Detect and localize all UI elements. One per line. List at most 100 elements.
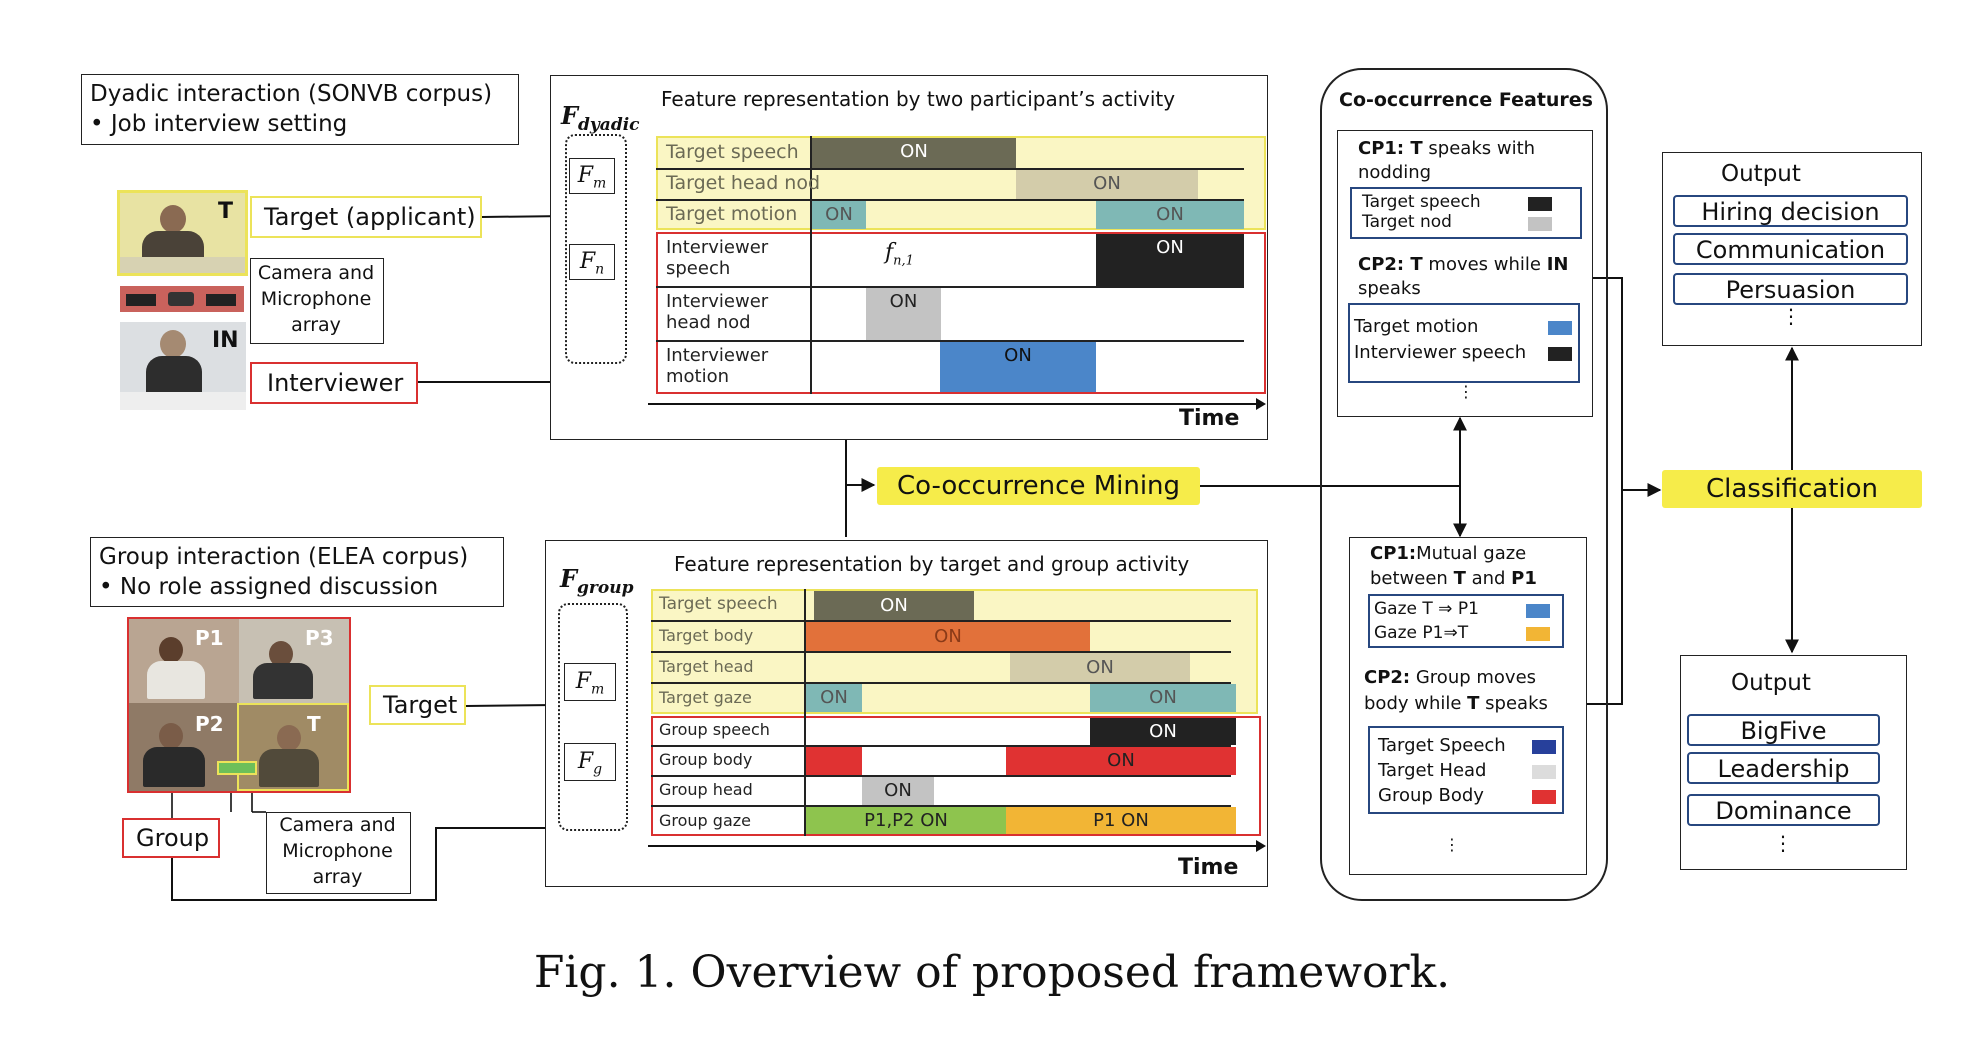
interviewer-text: Interviewer xyxy=(267,369,404,397)
grow-group-head: Group head xyxy=(659,780,753,799)
bar-target-head-nod: ON xyxy=(1016,170,1198,199)
f-group-title: Feature representation by target and gro… xyxy=(674,552,1190,576)
figure-caption: Fig. 1. Overview of proposed framework. xyxy=(533,947,1451,998)
gbar-group-gaze-a: P1,P2 ON xyxy=(806,807,1006,834)
row-interviewer-head-nod: Interviewer head nod xyxy=(666,291,769,333)
dyadic-time-axis xyxy=(648,398,1266,410)
dyadic-sep-3 xyxy=(656,286,1244,288)
group-cp2-line2: body while T speaks xyxy=(1364,693,1548,714)
dyadic-cp1-line1: CP1: T speaks with xyxy=(1358,138,1536,159)
output-dominance: Dominance xyxy=(1687,794,1880,826)
gbar-target-speech: ON xyxy=(814,591,974,620)
gcp2-item-target-speech: Target Speech xyxy=(1378,735,1506,756)
bar-target-speech: ON xyxy=(812,138,1016,168)
fm-group-box: Fm xyxy=(564,663,616,701)
grow-group-speech: Group speech xyxy=(659,720,770,739)
gcp1-swatch-blue xyxy=(1526,604,1550,618)
row-target-motion: Target motion xyxy=(666,203,798,225)
camera-line-1: Camera and xyxy=(257,262,375,284)
gcp2-swatch-lightgray xyxy=(1532,765,1556,779)
bar-interviewer-speech: ON xyxy=(1096,234,1244,286)
group-sep-3 xyxy=(651,682,1231,684)
cooccurrence-panel: Co-occurrence Features xyxy=(1320,68,1608,901)
tag-p2: P2 xyxy=(195,712,224,736)
group-sep-4 xyxy=(651,745,1231,747)
group-target-text: Target xyxy=(383,691,458,719)
gbar-target-gaze-2: ON xyxy=(1090,684,1236,712)
cp1-swatch-gray xyxy=(1528,217,1552,231)
cp2-item-interviewer-speech: Interviewer speech xyxy=(1354,342,1527,363)
cooccurrence-title: Co-occurrence Features xyxy=(1339,89,1593,111)
fg-group-box: Fg xyxy=(564,743,616,781)
f-group-bracket xyxy=(558,603,628,831)
dyadic-label-divider xyxy=(810,136,812,394)
dyadic-sep-1 xyxy=(656,168,1244,170)
interviewer-photo: IN xyxy=(120,322,246,410)
target-photo: T xyxy=(117,190,248,276)
f-group-time: Time xyxy=(1178,855,1239,880)
group-patterns-box: CP1:Mutual gaze between T and P1 Gaze T … xyxy=(1349,537,1587,875)
gcp2-item-group-body: Group Body xyxy=(1378,785,1484,806)
bar-interviewer-motion: ON xyxy=(940,342,1096,392)
dyadic-sep-2 xyxy=(656,199,1244,201)
bar-target-motion-1: ON xyxy=(812,201,866,229)
output-bottom-box: Output BigFive Leadership Dominance ⋮ xyxy=(1680,655,1907,870)
dyadic-fn-region xyxy=(656,232,1266,394)
output-persuasion: Persuasion xyxy=(1673,273,1908,305)
dyadic-cp1-legend: Target speech Target nod xyxy=(1350,187,1582,239)
gcp2-item-target-head: Target Head xyxy=(1378,760,1487,781)
fm-dyadic-box: Fm xyxy=(569,158,615,194)
dyadic-cp2-legend: Target motion Interviewer speech xyxy=(1348,303,1580,383)
cp2-swatch-black xyxy=(1548,347,1572,361)
output-top-box: Output Hiring decision Communication Per… xyxy=(1662,152,1922,346)
gcp2-swatch-navy xyxy=(1532,740,1556,754)
output-communication: Communication xyxy=(1673,233,1908,265)
gcp1-item-gaze-p1-t: Gaze P1⇒T xyxy=(1374,623,1469,643)
gbar-group-speech: ON xyxy=(1090,718,1236,745)
row-interviewer-motion: Interviewer motion xyxy=(666,345,769,387)
f-dyadic-symbol: Fdyadic xyxy=(561,101,640,135)
mic-array-photo xyxy=(120,286,244,312)
gbar-group-head: ON xyxy=(862,777,934,805)
group-sep-6 xyxy=(651,805,1231,807)
dyadic-title: Dyadic interaction (SONVB corpus) xyxy=(90,81,493,107)
interviewer-label: Interviewer xyxy=(250,362,418,404)
output-top-dots: ⋮ xyxy=(1781,304,1801,328)
row-target-head-nod: Target head nod xyxy=(666,172,821,194)
cp2-swatch-blue xyxy=(1548,321,1572,335)
cp1-item-target-nod: Target nod xyxy=(1362,212,1452,232)
grow-group-body: Group body xyxy=(659,750,753,769)
target-applicant-text: Target (applicant) xyxy=(264,203,476,231)
tag-p3: P3 xyxy=(305,626,334,650)
cp1-item-target-speech: Target speech xyxy=(1362,192,1481,212)
group-cp2-legend: Target Speech Target Head Group Body xyxy=(1368,726,1564,814)
group-sep-1 xyxy=(651,620,1231,622)
bar-interviewer-head-nod: ON xyxy=(866,288,941,340)
dyadic-patterns-dots: ⋮ xyxy=(1458,382,1474,401)
dyadic-cp2-line2: speaks xyxy=(1358,278,1421,299)
row-target-speech: Target speech xyxy=(666,141,799,163)
cp2-item-target-motion: Target motion xyxy=(1354,316,1479,337)
grow-target-gaze: Target gaze xyxy=(659,688,752,707)
cooccurrence-mining-label: Co-occurrence Mining xyxy=(877,467,1200,505)
f-group-symbol: Fgroup xyxy=(560,564,634,598)
dyadic-patterns-box: CP1: T speaks with nodding Target speech… xyxy=(1337,130,1593,417)
gbar-target-body: ON xyxy=(806,622,1090,651)
grow-target-head: Target head xyxy=(659,657,754,676)
group-label: Group xyxy=(122,818,220,858)
gcp1-swatch-amber xyxy=(1526,627,1550,641)
group-sep-2 xyxy=(651,651,1231,653)
group-camera-line-3: array xyxy=(312,866,363,888)
group-sep-5 xyxy=(651,775,1231,777)
row-interviewer-speech: Interviewer speech xyxy=(666,237,769,279)
interviewer-tag: IN xyxy=(212,328,239,353)
group-photo: P1 P3 P2 T xyxy=(127,617,351,793)
group-cp1-line1: CP1:Mutual gaze xyxy=(1370,543,1527,564)
dyadic-bullet: • Job interview setting xyxy=(90,111,348,137)
output-bigfive: BigFive xyxy=(1687,714,1880,746)
output-leadership: Leadership xyxy=(1687,752,1880,784)
gcp1-item-gaze-t-p1: Gaze T ⇒ P1 xyxy=(1374,599,1479,619)
output-top-title: Output xyxy=(1721,161,1801,187)
gbar-group-body-2: ON xyxy=(1006,747,1236,775)
